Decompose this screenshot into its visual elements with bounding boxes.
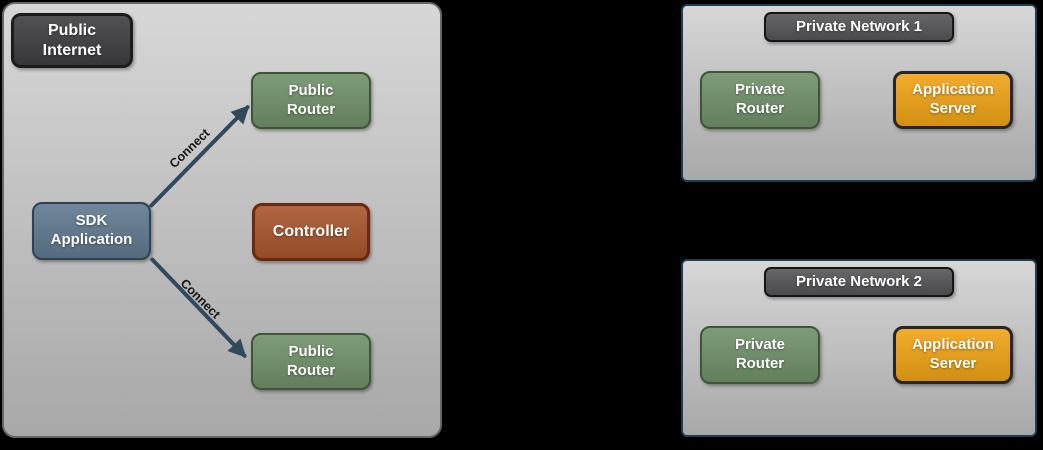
connect-label-bottom: Connect [178, 276, 224, 322]
private-network-2-private-router-node: Private Router [700, 326, 820, 384]
private-network-2-zone: Private Network 2 Private Router Applica… [681, 259, 1037, 437]
controller-node: Controller [252, 203, 370, 261]
connect-arrow-bottom [150, 257, 247, 358]
private-network-1-private-router-node: Private Router [700, 71, 820, 129]
private-network-1-label: Private Network 1 [764, 12, 954, 42]
public-router-bottom-node: Public Router [251, 333, 371, 390]
sdk-application-node: SDK Application [32, 202, 151, 260]
public-internet-zone: Connect Connect Public Internet Public R… [2, 2, 442, 438]
private-network-2-label: Private Network 2 [764, 267, 954, 297]
connect-arrows-layer: Connect Connect [149, 105, 250, 358]
connect-arrow-top [149, 105, 250, 208]
public-internet-label: Public Internet [11, 13, 133, 68]
private-network-1-application-server-node: Application Server [893, 71, 1013, 129]
private-network-1-zone: Private Network 1 Private Router Applica… [681, 4, 1037, 182]
private-network-2-application-server-node: Application Server [893, 326, 1013, 384]
public-router-top-node: Public Router [251, 72, 371, 129]
